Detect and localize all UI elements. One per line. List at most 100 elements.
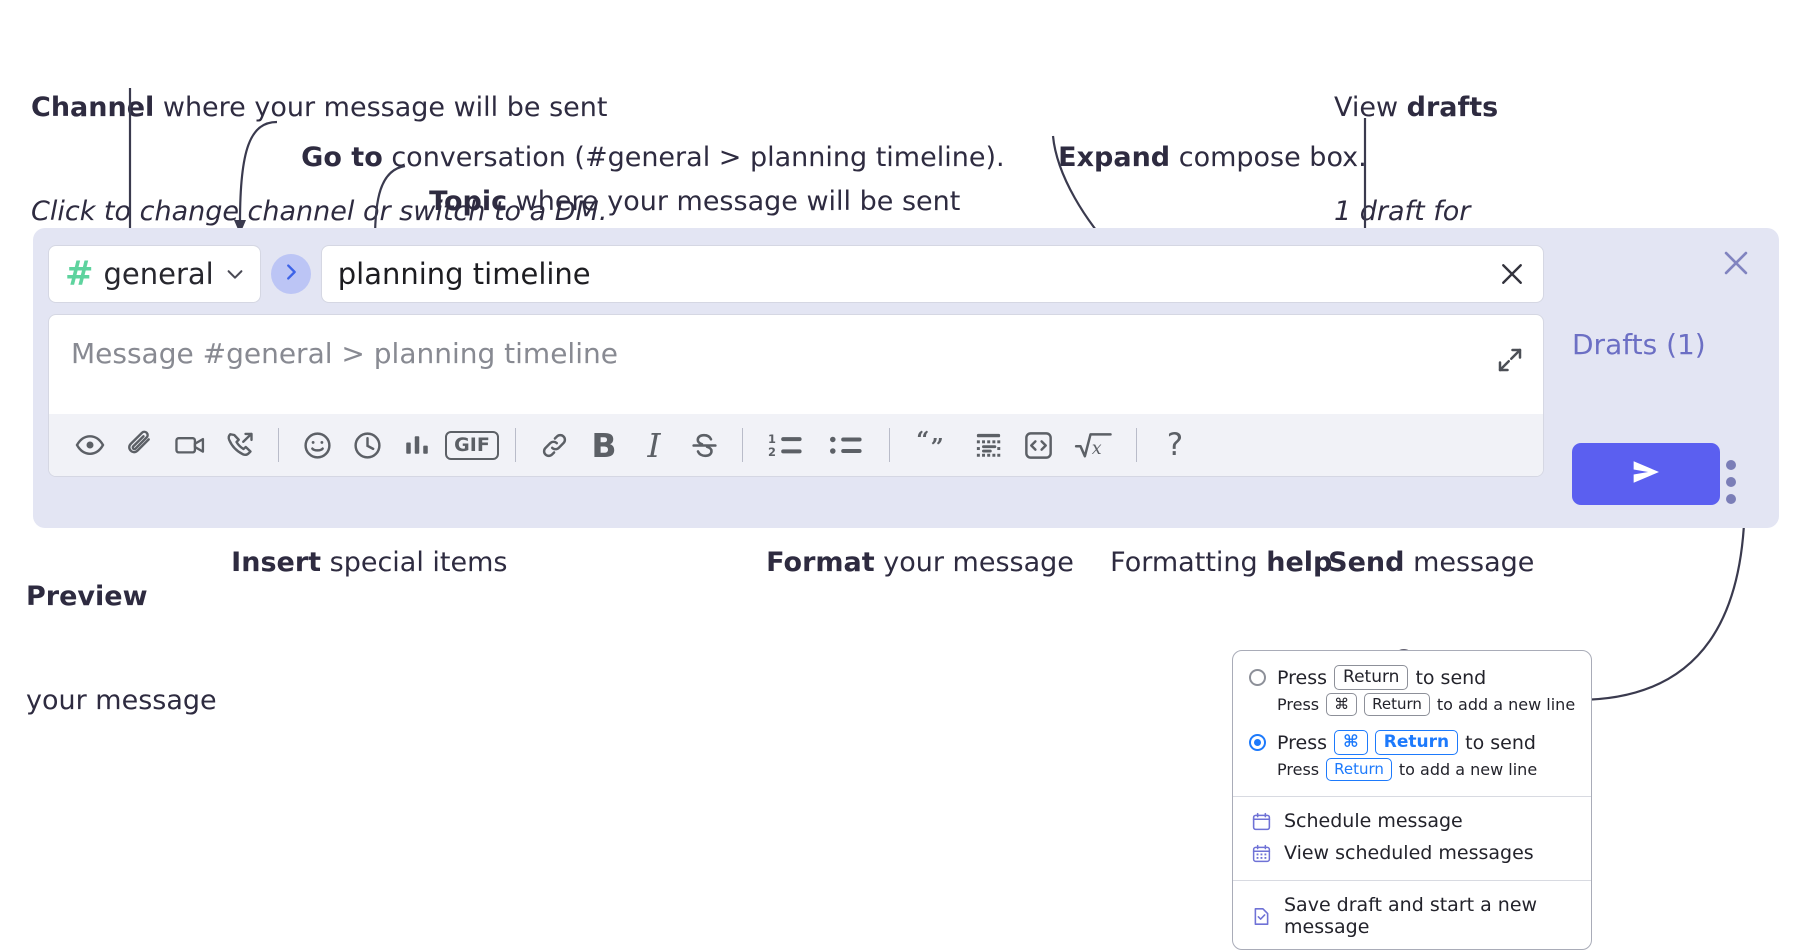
send-option-row-2-sub: Press Return to add a new line xyxy=(1233,757,1591,785)
huddle-button[interactable] xyxy=(215,420,265,470)
more-options-dot-2 xyxy=(1726,477,1736,487)
message-box: Message #general > planning timeline xyxy=(48,314,1544,477)
menu-item-save-draft-label: Save draft and start a new message xyxy=(1284,894,1538,938)
menu-item-view-scheduled-messages-label: View scheduled messages xyxy=(1284,842,1534,864)
send-option-2-text: Press ⌘ Return to send xyxy=(1277,730,1536,756)
link-button[interactable] xyxy=(529,420,579,470)
formatting-toolbar: GIF B I 1 xyxy=(49,414,1543,476)
radio-command-return-to-send[interactable] xyxy=(1249,734,1266,752)
send-option-row-1[interactable]: Press Return to send xyxy=(1233,663,1591,692)
annotation-goto: Go to conversation (#general > planning … xyxy=(284,106,1005,175)
calendar-clock-icon xyxy=(1251,811,1272,832)
save-draft-icon xyxy=(1251,906,1272,927)
annotation-expand-bold: Expand xyxy=(1058,141,1171,173)
annotation-drafts-bold: drafts xyxy=(1406,92,1499,124)
reminder-button[interactable] xyxy=(342,420,392,470)
code-block-button[interactable] xyxy=(963,420,1013,470)
channel-name-label: general xyxy=(103,257,214,291)
annotation-topic-bold: Topic xyxy=(429,185,508,217)
send-paper-plane-icon xyxy=(1627,453,1665,496)
poll-button[interactable] xyxy=(392,420,442,470)
send-option-2-press: Press xyxy=(1277,731,1328,754)
expand-icon[interactable] xyxy=(1495,345,1525,375)
menu-item-schedule-message-label: Schedule message xyxy=(1284,810,1463,832)
close-compose-button[interactable] xyxy=(1719,246,1753,280)
annotation-preview-bold: Preview xyxy=(26,581,148,613)
inline-code-button[interactable] xyxy=(1013,420,1063,470)
menu-item-schedule-message[interactable]: Schedule message xyxy=(1233,805,1591,837)
ordered-list-button[interactable]: 1 2 xyxy=(756,420,816,470)
compose-panel: # general planning timeline M xyxy=(33,228,1779,528)
key-return: Return xyxy=(1326,758,1392,781)
annotation-preview: Preview your message xyxy=(26,511,217,753)
blockquote-button[interactable]: “ ” xyxy=(903,420,963,470)
help-label: ? xyxy=(1166,426,1184,463)
annotation-insert: Insert special items xyxy=(214,511,508,580)
annotation-topic: Topic where your message will be sent xyxy=(412,150,960,219)
annotation-format-rest: your message xyxy=(874,546,1074,578)
menu-item-view-scheduled-messages[interactable]: View scheduled messages xyxy=(1233,837,1591,869)
message-input[interactable]: Message #general > planning timeline xyxy=(49,315,1543,414)
annotation-topic-rest: where your message will be sent xyxy=(507,185,961,217)
italic-button[interactable]: I xyxy=(629,420,679,470)
svg-text:“: “ xyxy=(916,430,929,453)
send-option-2-sub-tail: to add a new line xyxy=(1398,760,1538,780)
send-option-1-tail: to send xyxy=(1415,666,1487,689)
annotation-goto-rest: conversation (#general > planning timeli… xyxy=(382,141,1005,173)
preview-button[interactable] xyxy=(65,420,115,470)
video-button[interactable] xyxy=(165,420,215,470)
annotation-insert-rest: special items xyxy=(321,546,508,578)
send-option-2-tail: to send xyxy=(1465,731,1536,754)
menu-divider-2 xyxy=(1233,880,1591,881)
more-options-dot-1 xyxy=(1726,460,1736,470)
annotation-help: Formatting help xyxy=(1093,511,1332,580)
topic-value: planning timeline xyxy=(337,257,591,291)
compose-options-button[interactable] xyxy=(1726,460,1736,504)
send-option-1-text: Press Return to send xyxy=(1277,665,1487,691)
hash-icon: # xyxy=(65,254,94,294)
bold-button[interactable]: B xyxy=(579,420,629,470)
channel-selector[interactable]: # general xyxy=(48,245,261,303)
bullet-list-button[interactable] xyxy=(816,420,876,470)
bold-label: B xyxy=(591,425,617,465)
annotation-send: Send message xyxy=(1311,511,1534,580)
math-button[interactable]: x xyxy=(1063,420,1123,470)
chevron-down-icon xyxy=(224,263,246,285)
emoji-button[interactable] xyxy=(292,420,342,470)
topic-input[interactable]: planning timeline xyxy=(320,245,1544,303)
menu-divider-1 xyxy=(1233,796,1591,797)
annotation-send-bold: Send xyxy=(1328,546,1405,578)
radio-return-to-send[interactable] xyxy=(1249,669,1266,687)
annotation-channel-bold: Channel xyxy=(31,92,155,124)
menu-item-save-draft[interactable]: Save draft and start a new message xyxy=(1233,889,1591,943)
drafts-link[interactable]: Drafts (1) xyxy=(1572,328,1706,361)
key-return: Return xyxy=(1334,665,1409,691)
svg-text:2: 2 xyxy=(768,445,776,459)
help-button[interactable]: ? xyxy=(1150,420,1200,470)
annotation-send-rest: message xyxy=(1404,546,1535,578)
send-option-row-2[interactable]: Press ⌘ Return to send xyxy=(1233,728,1591,757)
annotation-insert-bold: Insert xyxy=(231,546,322,578)
key-command: ⌘ xyxy=(1326,693,1358,716)
annotation-help-bold: help xyxy=(1266,546,1333,578)
annotation-help-plain: Formatting xyxy=(1110,546,1267,578)
goto-conversation-button[interactable] xyxy=(270,254,311,294)
more-options-dot-3 xyxy=(1726,494,1736,504)
send-option-1-sub-press: Press xyxy=(1277,695,1320,715)
message-placeholder: Message #general > planning timeline xyxy=(71,337,618,370)
separator-3 xyxy=(742,428,743,462)
separator-2 xyxy=(515,428,516,462)
svg-text:1: 1 xyxy=(768,432,776,446)
key-return: Return xyxy=(1374,730,1459,756)
separator-1 xyxy=(278,428,279,462)
annotation-format-bold: Format xyxy=(766,546,875,578)
compose-options-menu: Press Return to send Press ⌘ Return to a… xyxy=(1232,650,1592,950)
annotation-channel-rest: where your message will be sent xyxy=(154,92,608,124)
annotation-drafts-italic1: 1 draft for xyxy=(1334,195,1471,227)
attach-button[interactable] xyxy=(115,420,165,470)
chevron-right-icon xyxy=(280,261,302,288)
gif-button[interactable]: GIF xyxy=(442,420,502,470)
send-button[interactable] xyxy=(1572,443,1720,505)
close-icon[interactable] xyxy=(1497,259,1527,289)
strikethrough-button[interactable] xyxy=(679,420,729,470)
